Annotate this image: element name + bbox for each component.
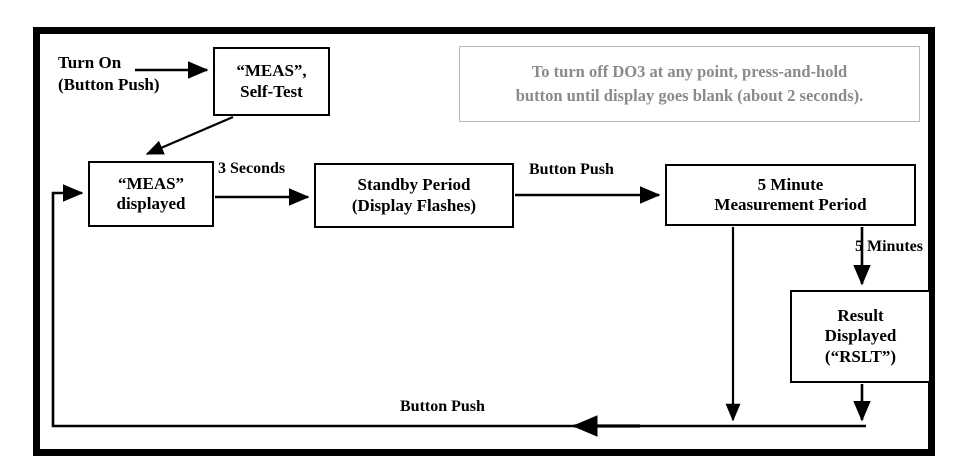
- node-line: “MEAS”: [117, 173, 185, 193]
- node-line: Result: [837, 306, 884, 326]
- label-button-push-to-measurement: Button Push: [529, 161, 614, 178]
- node-meas-selftest[interactable]: “MEAS”, Self-Test: [213, 47, 330, 116]
- node-measurement-period[interactable]: 5 Minute Measurement Period: [665, 164, 916, 226]
- node-line: “MEAS”,: [236, 61, 307, 81]
- node-result-displayed[interactable]: Result Displayed (“RSLT”): [790, 290, 931, 383]
- node-line: Measurement Period: [714, 195, 867, 214]
- label-five-minutes: 5 Minutes: [855, 238, 923, 255]
- node-line: (“RSLT”): [824, 346, 897, 366]
- note-line-2: button until display goes blank (about 2…: [515, 86, 864, 105]
- node-line: (Display Flashes): [351, 195, 477, 215]
- node-line: 5 Minute: [757, 174, 824, 194]
- label-turn-on: Turn On (Button Push): [58, 52, 160, 97]
- label-three-seconds: 3 Seconds: [218, 160, 286, 177]
- note-line-1: To turn off DO3 at any point, press-and-…: [531, 62, 848, 82]
- label-turn-on-line-2: (Button Push): [58, 75, 160, 95]
- node-meas-displayed[interactable]: “MEAS” displayed: [88, 161, 214, 227]
- node-line: displayed: [116, 194, 186, 213]
- node-line: Standby Period: [357, 175, 471, 195]
- label-button-push-return: Button Push: [400, 398, 485, 415]
- node-standby-period[interactable]: Standby Period (Display Flashes): [314, 163, 514, 228]
- power-off-note: To turn off DO3 at any point, press-and-…: [459, 46, 920, 122]
- label-turn-on-line-1: Turn On: [58, 53, 122, 72]
- node-line: Self-Test: [240, 81, 303, 101]
- node-line: Displayed: [824, 326, 897, 346]
